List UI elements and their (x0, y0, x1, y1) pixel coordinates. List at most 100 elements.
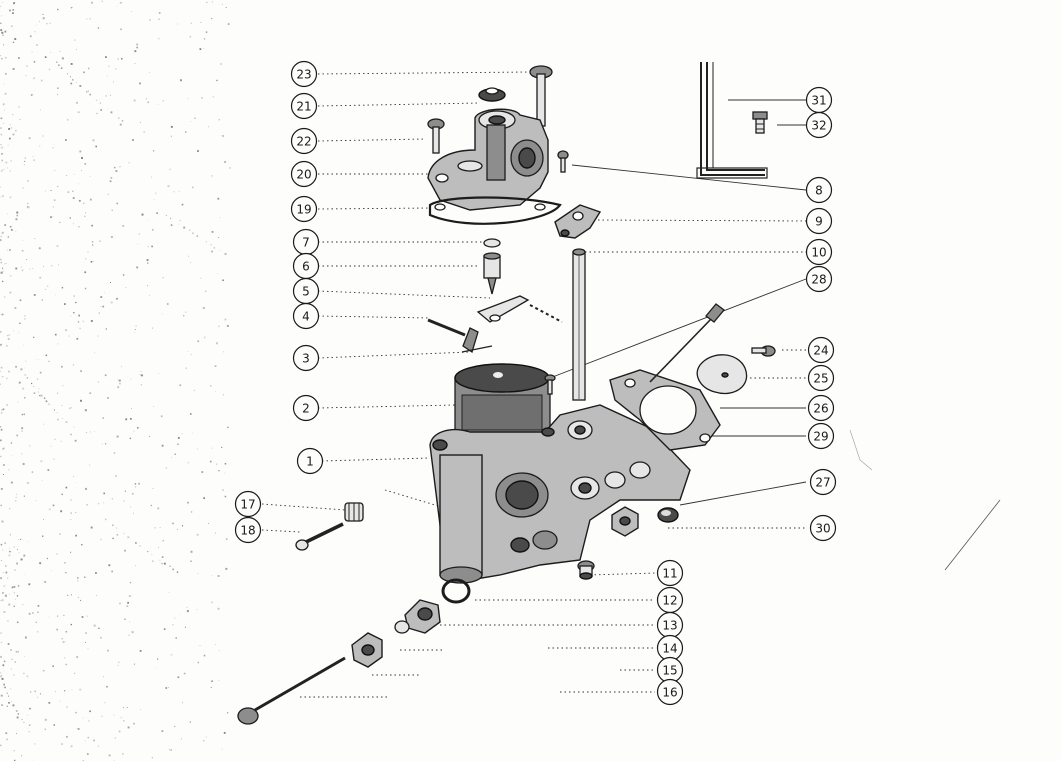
callout-circle (805, 238, 833, 266)
callout-number: 22 (296, 135, 311, 149)
callout-number: 5 (302, 285, 310, 299)
part-30-nut (611, 506, 639, 537)
callout-layer: 2321222019765432117183132891028242526292… (234, 60, 837, 706)
callout-11: 11 (656, 559, 684, 587)
callout-circle (292, 302, 320, 330)
part-25-plate (696, 354, 748, 395)
part-4-pin (427, 304, 563, 337)
part-27-cap (657, 507, 679, 523)
callout-26: 26 (807, 394, 835, 422)
callout-number: 32 (811, 119, 826, 133)
part-19-gasket (428, 196, 562, 225)
callout-number: 16 (662, 686, 677, 700)
callout-number: 8 (815, 184, 823, 198)
callout-10: 10 (805, 238, 833, 266)
callout-9: 9 (805, 207, 833, 235)
callout-14: 14 (656, 634, 684, 662)
callout-19: 19 (290, 195, 318, 223)
callout-number: 30 (815, 522, 830, 536)
part-28-screw (544, 374, 556, 395)
callout-number: 11 (662, 567, 677, 581)
callout-circle (807, 422, 835, 450)
part-26-cable (649, 303, 725, 383)
callout-number: 9 (815, 215, 823, 229)
callout-circle (292, 344, 320, 372)
part-14-washer (394, 620, 410, 634)
callout-number: 2 (302, 402, 310, 416)
callout-circle (290, 127, 318, 155)
callout-1: 1 (296, 447, 324, 475)
callout-23: 23 (290, 60, 318, 88)
callout-number: 1 (306, 455, 314, 469)
callout-15: 15 (656, 656, 684, 684)
callout-31: 31 (805, 86, 833, 114)
part-22-screw (427, 118, 445, 154)
part-9-lever (554, 204, 602, 239)
callout-13: 13 (656, 611, 684, 639)
callout-circle (290, 92, 318, 120)
callout-number: 24 (813, 344, 828, 358)
callout-4: 4 (292, 302, 320, 330)
callout-16: 16 (656, 678, 684, 706)
scan-noise (0, 0, 231, 761)
callout-number: 31 (811, 94, 826, 108)
callout-5: 5 (292, 277, 320, 305)
callout-number: 28 (811, 273, 826, 287)
callout-circle (292, 394, 320, 422)
callout-number: 4 (302, 310, 310, 324)
callout-number: 25 (813, 372, 828, 386)
callout-circle (656, 678, 684, 706)
callout-circle (805, 265, 833, 293)
callout-circle (805, 176, 833, 204)
callout-number: 13 (662, 619, 677, 633)
callout-number: 17 (240, 498, 255, 512)
part-13-fitting (404, 599, 441, 634)
callout-number: 27 (815, 476, 830, 490)
callout-7: 7 (292, 228, 320, 256)
callout-number: 14 (662, 642, 677, 656)
callout-circle (290, 160, 318, 188)
callout-circle (807, 336, 835, 364)
part-16-needle (237, 656, 346, 725)
callout-number: 6 (302, 260, 310, 274)
part-17-spring (344, 502, 364, 522)
callout-29: 29 (807, 422, 835, 450)
callout-circle (290, 195, 318, 223)
callout-24: 24 (807, 336, 835, 364)
callout-8: 8 (805, 176, 833, 204)
callout-circle (805, 207, 833, 235)
part-6-needle-valve (483, 252, 501, 295)
callout-number: 15 (662, 664, 677, 678)
callout-circle (807, 364, 835, 392)
stray-mark (944, 499, 1001, 571)
callout-32: 32 (805, 111, 833, 139)
callout-17: 17 (234, 490, 262, 518)
callout-number: 26 (813, 402, 828, 416)
callout-18: 18 (234, 516, 262, 544)
part-21-cap-nut (478, 87, 506, 102)
callout-28: 28 (805, 265, 833, 293)
callout-number: 19 (296, 203, 311, 217)
callout-25: 25 (807, 364, 835, 392)
callout-21: 21 (290, 92, 318, 120)
callout-30: 30 (809, 514, 837, 542)
part-8-screw (557, 150, 569, 173)
callout-number: 21 (296, 100, 311, 114)
part-10-rod (572, 248, 586, 401)
stray-mark (849, 429, 873, 471)
callout-number: 12 (662, 594, 677, 608)
callout-circle (805, 111, 833, 139)
part-1-body (429, 404, 691, 584)
part-7-washer (483, 238, 501, 248)
callout-circle (234, 490, 262, 518)
callout-number: 23 (296, 68, 311, 82)
callout-22: 22 (290, 127, 318, 155)
callout-number: 3 (302, 352, 310, 366)
callout-6: 6 (292, 252, 320, 280)
callout-circle (234, 516, 262, 544)
callout-circle (296, 447, 324, 475)
callout-number: 20 (296, 168, 311, 182)
part-11-jet (577, 560, 595, 580)
callout-number: 18 (240, 524, 255, 538)
